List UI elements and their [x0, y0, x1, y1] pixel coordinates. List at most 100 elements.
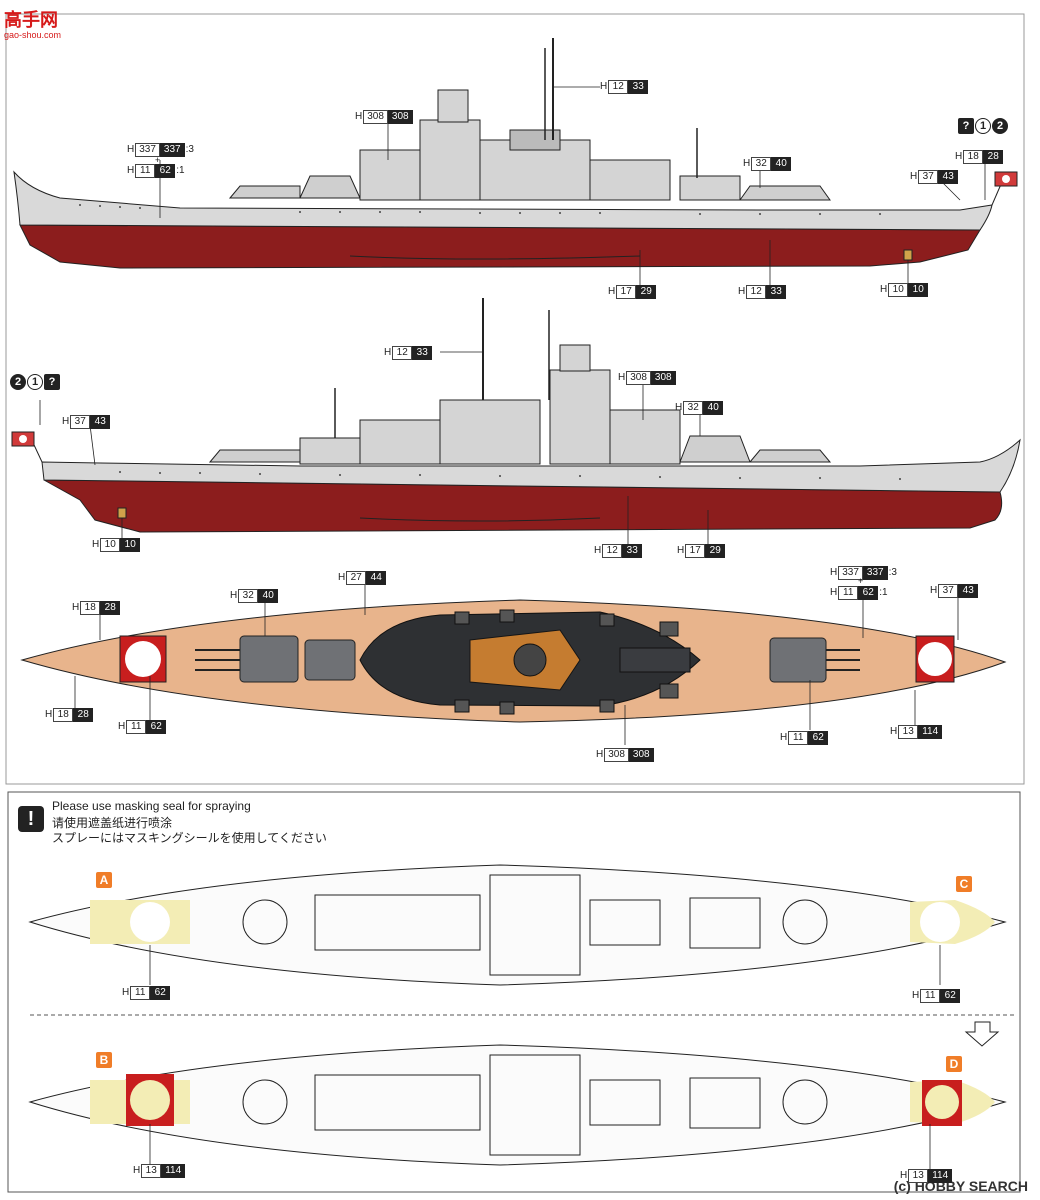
question-icon: ? — [44, 374, 60, 390]
two-icon: 2 — [10, 374, 26, 390]
code-prefix: H — [890, 726, 898, 737]
code-aqueous: 13 — [898, 725, 919, 739]
code-prefix: H — [830, 567, 838, 578]
code-mr-color: 40 — [771, 157, 792, 171]
code-prefix: H — [910, 171, 918, 182]
code-aqueous: 32 — [238, 589, 259, 603]
mask-letter-d: D — [946, 1056, 962, 1072]
hull-upper-grey — [13, 170, 993, 231]
code-prefix: H — [122, 987, 130, 998]
code-ratio: :1 — [879, 587, 888, 598]
code-mr-color: 40 — [703, 401, 724, 415]
code-aqueous: 11 — [788, 731, 809, 745]
code-aqueous: 17 — [685, 544, 706, 558]
code-aqueous: 308 — [363, 110, 388, 124]
code-aqueous: 13 — [141, 1164, 162, 1178]
code-mr-color: 33 — [622, 544, 643, 558]
code-aqueous: 11 — [838, 586, 859, 600]
code-mr-color: 28 — [73, 708, 94, 722]
code-mr-color: 337 — [159, 143, 185, 157]
code-aqueous: 37 — [918, 170, 939, 184]
plus-sign: + — [155, 155, 161, 165]
code-mr-color: 62 — [150, 986, 171, 1000]
code-mr-color: 43 — [90, 415, 111, 429]
code-ratio: :3 — [888, 567, 897, 578]
code-aqueous: 11 — [130, 986, 151, 1000]
code-mr-color: 33 — [628, 80, 649, 94]
code-mr-color: 10 — [120, 538, 141, 552]
code-aqueous: 10 — [100, 538, 121, 552]
code-aqueous: 37 — [938, 584, 959, 598]
two-icon: 2 — [992, 118, 1008, 134]
code-prefix: H — [72, 602, 80, 613]
paren-one-icon: 1 — [975, 118, 991, 134]
code-mr-color: 62 — [808, 731, 829, 745]
code-prefix: H — [738, 286, 746, 297]
code-prefix: H — [780, 732, 788, 743]
code-mr-color: 33 — [766, 285, 787, 299]
mask-letter-c: C — [956, 876, 972, 892]
code-prefix: H — [384, 347, 392, 358]
code-aqueous: 18 — [963, 150, 984, 164]
code-prefix: H — [355, 111, 363, 122]
code-prefix: H — [338, 572, 346, 583]
note-japanese: スプレーにはマスキングシールを使用してください — [52, 831, 327, 845]
code-mr-color: 114 — [918, 725, 943, 739]
code-prefix: H — [618, 372, 626, 383]
code-prefix: H — [912, 990, 920, 1001]
code-mr-color: 62 — [940, 989, 961, 1003]
code-prefix: H — [596, 749, 604, 760]
code-mr-color: 308 — [387, 110, 413, 124]
code-aqueous: 18 — [80, 601, 101, 615]
code-prefix: H — [675, 402, 683, 413]
code-prefix: H — [127, 144, 135, 155]
code-mr-color: 308 — [650, 371, 676, 385]
code-mr-color: 10 — [908, 283, 929, 297]
hull-upper-grey-2 — [41, 438, 1021, 493]
mask-sheet-1 — [28, 864, 1007, 986]
code-aqueous: 11 — [135, 164, 156, 178]
code-aqueous: 11 — [126, 720, 147, 734]
code-mr-color: 28 — [100, 601, 121, 615]
code-prefix: H — [594, 545, 602, 556]
flag-symbols-top: ? 1 2 — [958, 118, 1008, 134]
code-mr-color: 43 — [938, 170, 959, 184]
code-aqueous: 12 — [608, 80, 629, 94]
side-view-port — [11, 298, 1021, 545]
code-aqueous: 308 — [626, 371, 651, 385]
hull-lower-red-2 — [43, 479, 1003, 533]
warning-icon: ! — [18, 806, 44, 832]
code-aqueous: 10 — [888, 283, 909, 297]
code-mr-color: 114 — [161, 1164, 186, 1178]
code-mr-color: 62 — [155, 164, 176, 178]
code-aqueous: 12 — [746, 285, 767, 299]
code-prefix: H — [92, 539, 100, 550]
code-prefix: H — [743, 158, 751, 169]
code-aqueous: 308 — [604, 748, 629, 762]
code-ratio: :1 — [176, 165, 185, 176]
code-aqueous: 337 — [135, 143, 160, 157]
code-aqueous: 12 — [602, 544, 623, 558]
code-prefix: H — [133, 1165, 141, 1176]
